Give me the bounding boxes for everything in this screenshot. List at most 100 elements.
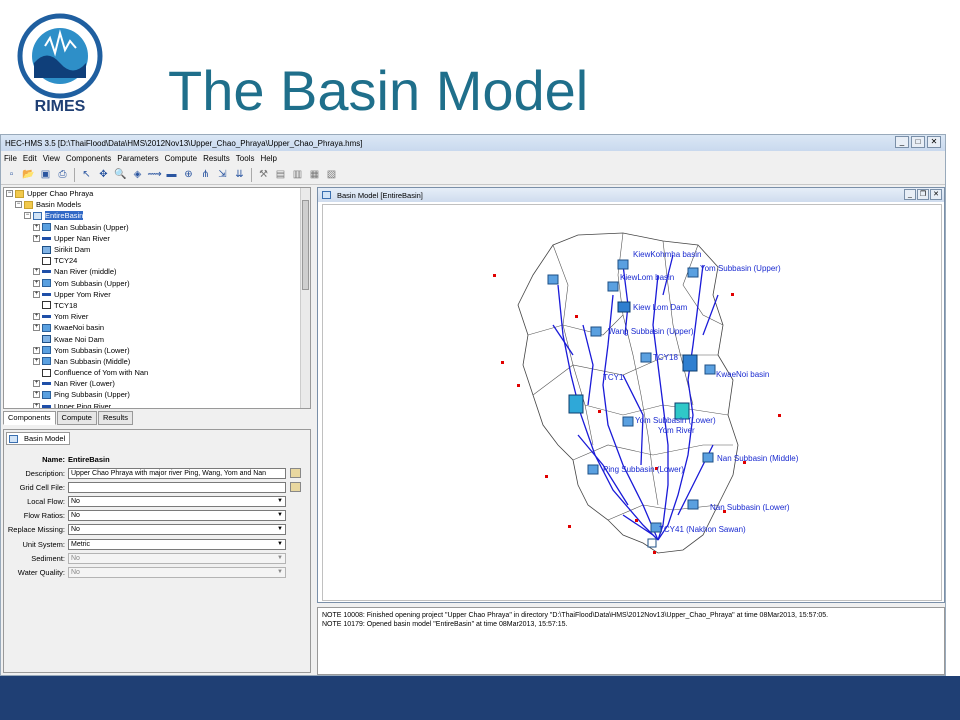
description-editor-icon[interactable]: [290, 468, 301, 479]
print-icon[interactable]: ⎙: [58, 169, 67, 180]
subbasin-icon: [42, 357, 51, 366]
collapse-icon[interactable]: −: [15, 201, 22, 209]
tree-item[interactable]: TCY24: [4, 255, 310, 266]
tree-item[interactable]: +Nan River (middle): [4, 266, 310, 277]
arrow-tool-icon[interactable]: ↖: [82, 169, 91, 180]
tree-item[interactable]: Sirikit Dam: [4, 244, 310, 255]
tree-item[interactable]: Confluence of Yom with Nan: [4, 367, 310, 378]
time-series-icon[interactable]: ▧: [326, 169, 337, 180]
menu-parameters[interactable]: Parameters: [117, 153, 159, 163]
tree-item[interactable]: +Yom Subbasin (Lower): [4, 345, 310, 356]
expand-icon[interactable]: +: [33, 391, 40, 399]
tree-item[interactable]: +Upper Ping River: [4, 401, 310, 409]
folder-open-icon[interactable]: [290, 482, 301, 493]
replacemissing-select[interactable]: No▼: [68, 524, 286, 536]
results-graph-icon[interactable]: ▤: [275, 169, 286, 180]
window-titlebar[interactable]: HEC-HMS 3.5 [D:\ThaiFlood\Data\HMS\2012N…: [1, 135, 945, 151]
minimize-button[interactable]: _: [895, 136, 909, 148]
reach-icon: [42, 404, 51, 408]
menu-edit[interactable]: Edit: [22, 153, 37, 163]
unitsystem-select[interactable]: Metric▼: [68, 538, 286, 550]
reach-icon: [42, 270, 51, 274]
tab-basin-model[interactable]: Basin Model: [6, 432, 71, 445]
expand-icon[interactable]: +: [33, 279, 40, 287]
menu-view[interactable]: View: [42, 153, 60, 163]
expand-icon[interactable]: +: [33, 313, 40, 321]
menu-compute[interactable]: Compute: [164, 153, 198, 163]
expand-icon[interactable]: +: [33, 234, 40, 242]
close-button[interactable]: ✕: [930, 189, 942, 200]
junction-tool-icon[interactable]: ⊕: [184, 169, 193, 180]
tree-item-label: Upper Chao Phraya: [27, 189, 94, 199]
left-panel: −Upper Chao Phraya−Basin Models−EntireBa…: [3, 187, 313, 675]
reach-tool-icon[interactable]: ⟿: [147, 169, 162, 180]
maximize-button[interactable]: □: [911, 136, 925, 148]
tree-item[interactable]: Kwae Noi Dam: [4, 333, 310, 344]
tree-item[interactable]: +Upper Nan River: [4, 233, 310, 244]
collapse-icon[interactable]: −: [6, 190, 13, 198]
source-tool-icon[interactable]: ⇲: [218, 169, 227, 180]
menu-components[interactable]: Components: [65, 153, 112, 163]
expand-icon[interactable]: +: [33, 223, 40, 231]
menu-file[interactable]: File: [4, 153, 17, 163]
tree-item[interactable]: +Ping Subbasin (Upper): [4, 389, 310, 400]
save-icon[interactable]: ▣: [40, 169, 51, 180]
tab-results[interactable]: Results: [97, 411, 133, 425]
tree-item-label: Nan River (Lower): [54, 379, 115, 389]
tab-compute[interactable]: Compute: [56, 411, 97, 425]
tree-item[interactable]: +Yom Subbasin (Upper): [4, 278, 310, 289]
label-kiewlom: KiewLom basin: [620, 273, 674, 282]
move-tool-icon[interactable]: ✥: [99, 169, 108, 180]
tree-item[interactable]: −Basin Models: [4, 199, 310, 210]
sediment-label: Sediment:: [31, 553, 65, 563]
flowratios-select[interactable]: No▼: [68, 510, 286, 522]
new-icon[interactable]: ▫: [9, 169, 14, 180]
expand-icon[interactable]: +: [33, 346, 40, 354]
tree-item[interactable]: TCY18: [4, 300, 310, 311]
tree-item[interactable]: +Nan Subbasin (Upper): [4, 222, 310, 233]
tree-item[interactable]: + Nan River (Lower): [4, 378, 310, 389]
expand-icon[interactable]: +: [33, 268, 40, 276]
expand-icon[interactable]: +: [33, 357, 40, 365]
reservoir-tool-icon[interactable]: ▬: [166, 169, 177, 180]
subbasin-icon: [42, 323, 51, 332]
zoom-tool-icon[interactable]: 🔍: [114, 169, 127, 180]
tree-item[interactable]: +Upper Yom River: [4, 289, 310, 300]
tree-item[interactable]: − Upper Chao Phraya: [4, 188, 310, 199]
menu-tools[interactable]: Tools: [235, 153, 255, 163]
tree-scrollbar[interactable]: [300, 188, 310, 408]
tree-item[interactable]: +Nan Subbasin (Middle): [4, 356, 310, 367]
expand-icon[interactable]: +: [33, 380, 40, 388]
basin-model-icon: [9, 434, 18, 443]
tree-item[interactable]: +Yom River: [4, 311, 310, 322]
menu-results[interactable]: Results: [203, 153, 230, 163]
open-icon[interactable]: 📂: [22, 169, 35, 180]
basin-model-titlebar[interactable]: Basin Model [EntireBasin] _ ❐ ✕: [318, 188, 944, 202]
expand-icon[interactable]: +: [33, 324, 40, 332]
localflow-select[interactable]: No▼: [68, 496, 286, 508]
compute-icon[interactable]: ⚒: [259, 169, 268, 180]
gridcell-input[interactable]: [68, 481, 286, 493]
description-input[interactable]: Upper Chao Phraya with major river Ping,…: [68, 467, 286, 479]
junction-icon: [42, 368, 51, 377]
diversion-tool-icon[interactable]: ⋔: [201, 169, 210, 180]
subbasin-tool-icon[interactable]: ◈: [133, 169, 142, 180]
log-line: NOTE 10179: Opened basin model "EntireBa…: [322, 621, 568, 628]
slide-footer-bar: [0, 676, 960, 720]
basin-map-canvas[interactable]: KiewKohmha basin KiewLom basin Kiew Lom …: [322, 204, 942, 601]
expand-icon[interactable]: +: [33, 402, 40, 409]
tree-item[interactable]: −EntireBasin: [4, 210, 310, 221]
menu-help[interactable]: Help: [260, 153, 277, 163]
minimize-button[interactable]: _: [904, 189, 916, 200]
close-button[interactable]: ✕: [927, 136, 941, 148]
tree-item-label: Kwae Noi Dam: [54, 334, 105, 344]
basin-map[interactable]: KiewKohmha basin KiewLom basin Kiew Lom …: [323, 205, 943, 602]
results-summary-icon[interactable]: ▥: [292, 169, 303, 180]
tab-components[interactable]: Components: [3, 411, 56, 425]
restore-button[interactable]: ❐: [917, 189, 929, 200]
tree-item[interactable]: +KwaeNoi basin: [4, 322, 310, 333]
collapse-icon[interactable]: −: [24, 212, 31, 220]
expand-icon[interactable]: +: [33, 290, 40, 298]
results-table-icon[interactable]: ▦: [309, 169, 320, 180]
sink-tool-icon[interactable]: ⇊: [235, 169, 244, 180]
